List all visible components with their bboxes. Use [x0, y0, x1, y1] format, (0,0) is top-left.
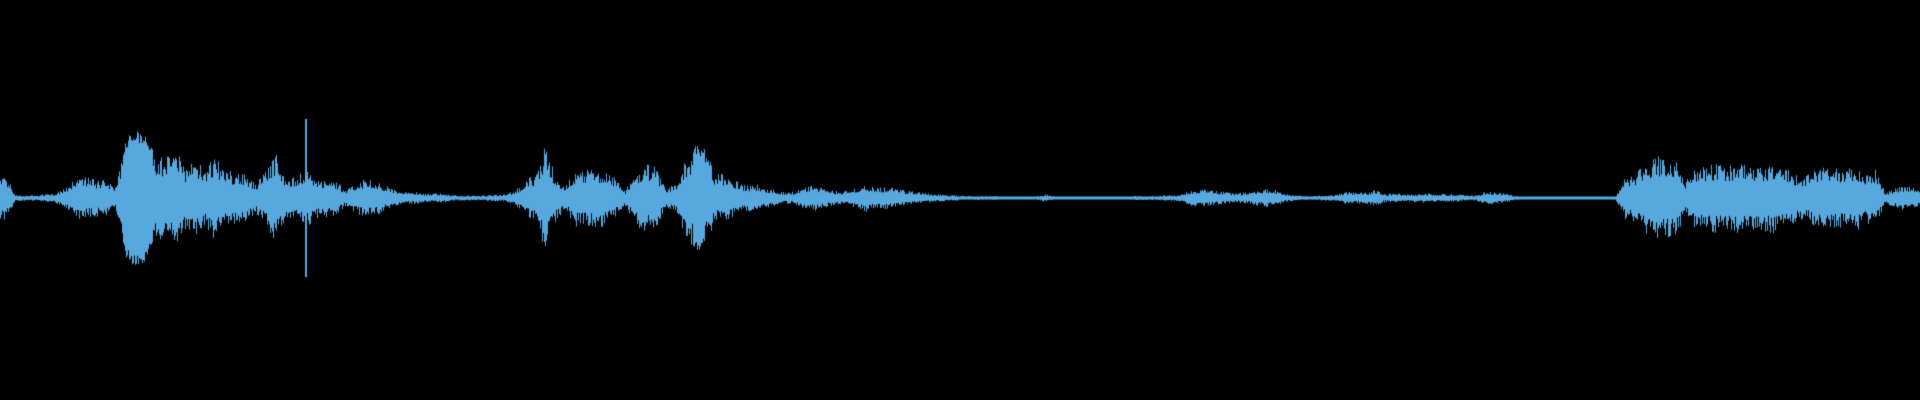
audio-waveform[interactable]: [0, 0, 1920, 400]
waveform-panel: [0, 0, 1920, 400]
